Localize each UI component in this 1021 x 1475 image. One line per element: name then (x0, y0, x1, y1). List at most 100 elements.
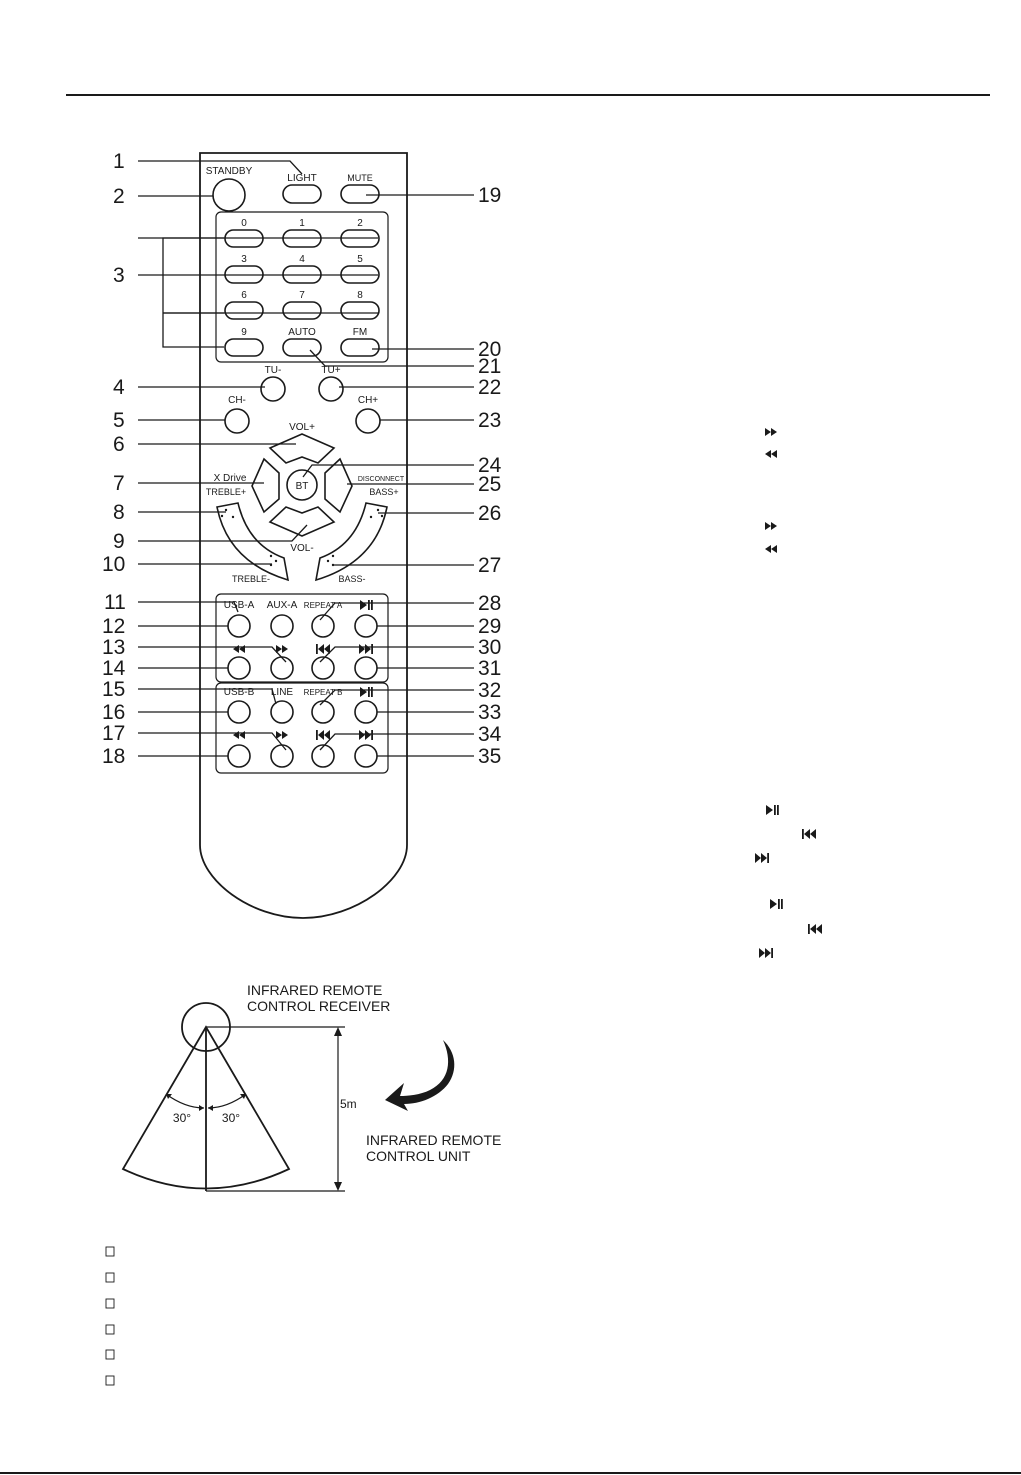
fast-forward-b-button[interactable] (270, 744, 294, 768)
x-drive-label: X Drive (214, 473, 247, 484)
callout-21: 21 (478, 355, 501, 378)
mute-button[interactable] (340, 184, 380, 204)
digit-7-button[interactable] (282, 301, 322, 320)
next-a-button[interactable] (354, 656, 378, 680)
callout-27: 27 (478, 554, 501, 577)
digit-8-button[interactable] (340, 301, 380, 320)
line-button[interactable] (270, 700, 294, 724)
fast-forward-icon (276, 645, 288, 653)
callout-8: 8 (113, 501, 125, 524)
callout-5: 5 (113, 409, 125, 432)
bass-control[interactable] (314, 502, 388, 582)
callout-26: 26 (478, 502, 501, 525)
aux-a-button[interactable] (270, 614, 294, 638)
fast-forward-icon (765, 428, 777, 436)
bass-minus-label: BASS- (338, 574, 365, 584)
fast-forward-icon (276, 731, 288, 739)
next-b-button[interactable] (354, 744, 378, 768)
callout-17: 17 (102, 722, 125, 745)
auto-label: AUTO (288, 327, 316, 338)
tune-up-button[interactable] (318, 376, 344, 402)
note-bullets (105, 1246, 115, 1386)
disconnect-label: DISCONNECT (358, 476, 405, 483)
channel-down-button[interactable] (224, 408, 250, 434)
callout-25: 25 (478, 473, 501, 496)
previous-a-button[interactable] (311, 656, 335, 680)
light-label: LIGHT (287, 173, 316, 184)
previous-b-button[interactable] (311, 744, 335, 768)
callout-15: 15 (102, 678, 125, 701)
angle-arc-right (207, 1093, 247, 1109)
usb-a-panel (215, 593, 389, 683)
repeat-b-button[interactable] (311, 700, 335, 724)
callout-14: 14 (102, 657, 126, 680)
callout-9: 9 (113, 530, 125, 553)
digit-5-label: 5 (357, 254, 363, 265)
digit-4-label: 4 (299, 254, 305, 265)
ir-range-diagram: 30° 30° 5m INFRARED REMOTE CONTROL RECEI… (121, 982, 501, 1192)
callout-19: 19 (478, 184, 501, 207)
usb-b-button[interactable] (227, 700, 251, 724)
fm-label: FM (353, 327, 367, 338)
auto-button[interactable] (282, 338, 322, 357)
remote-body-outline (199, 152, 408, 919)
unit-label-line1: INFRARED REMOTE (366, 1132, 501, 1148)
remote-control-illustration: STANDBY LIGHT MUTE 0 1 2 3 4 5 6 7 8 (199, 152, 408, 919)
usb-a-label: USB-A (224, 600, 255, 611)
callout-2: 2 (113, 185, 125, 208)
volume-down-label: VOL- (290, 543, 313, 554)
tune-down-button[interactable] (260, 376, 286, 402)
channel-up-label: CH+ (358, 395, 378, 406)
callout-20: 20 (478, 338, 501, 361)
rewind-icon (765, 450, 777, 458)
callout-11: 11 (104, 591, 126, 614)
rewind-a-button[interactable] (227, 656, 251, 680)
repeat-a-label: REPEAT A (304, 601, 343, 610)
digit-9-button[interactable] (224, 338, 264, 357)
checkbox-icon (105, 1246, 115, 1257)
play-pause-a-button[interactable] (354, 614, 378, 638)
rewind-b-button[interactable] (227, 744, 251, 768)
rewind-icon (233, 731, 245, 739)
callout-32: 32 (478, 679, 501, 702)
angle-arc-left (165, 1093, 205, 1109)
line-label: LINE (271, 687, 294, 698)
digit-8-label: 8 (357, 290, 363, 301)
callout-7: 7 (113, 472, 125, 495)
volume-up-label: VOL+ (289, 422, 315, 433)
x-drive-button[interactable] (251, 457, 280, 514)
previous-track-icon (808, 924, 822, 934)
bt-label: BT (296, 481, 309, 492)
usb-a-button[interactable] (227, 614, 251, 638)
fast-forward-a-button[interactable] (270, 656, 294, 680)
receiver-label-line1: INFRARED REMOTE (247, 982, 382, 998)
channel-down-label: CH- (228, 395, 246, 406)
usb-b-buttons (227, 700, 378, 768)
play-pause-icon (766, 805, 779, 815)
callout-34: 34 (478, 723, 502, 746)
digit-6-button[interactable] (224, 301, 264, 320)
treble-minus-label: TREBLE- (232, 574, 270, 584)
repeat-a-button[interactable] (311, 614, 335, 638)
bt-button[interactable] (286, 469, 318, 501)
receiver-label-line2: CONTROL RECEIVER (247, 998, 390, 1014)
callout-3: 3 (113, 264, 125, 287)
channel-up-button[interactable] (355, 408, 381, 434)
callout-23: 23 (478, 409, 501, 432)
curved-arrow-icon (385, 1040, 455, 1111)
usb-b-panel (215, 682, 389, 774)
standby-label: STANDBY (206, 166, 253, 177)
tune-up-label: TU+ (321, 365, 340, 376)
play-pause-b-button[interactable] (354, 700, 378, 724)
volume-up-button[interactable] (268, 433, 336, 464)
checkbox-icon (105, 1349, 115, 1360)
light-button[interactable] (282, 184, 322, 204)
angle-right-label: 30° (222, 1111, 240, 1125)
callout-13: 13 (102, 636, 125, 659)
callout-4: 4 (113, 376, 125, 399)
digit-7-label: 7 (299, 290, 305, 301)
disconnect-button[interactable] (324, 457, 353, 514)
fm-button[interactable] (340, 338, 380, 357)
volume-down-button[interactable] (268, 506, 336, 537)
standby-button[interactable] (212, 178, 246, 212)
